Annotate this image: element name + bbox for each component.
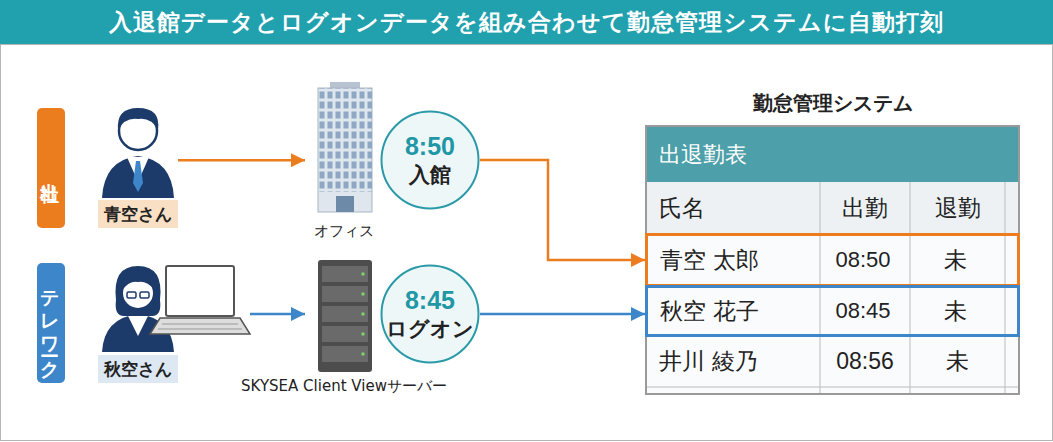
status-cell: 未 [908, 236, 1003, 284]
time-circle: 8:50入館 [380, 110, 480, 210]
hair [118, 108, 159, 130]
glasses-right [140, 292, 149, 298]
office-building: オフィス [305, 80, 383, 240]
title-text: 入退館データとログオンデータを組み合わせて勤怠管理システムに自動打刻 [0, 0, 1053, 44]
event-name: 入館 [409, 161, 451, 189]
server-drawer [322, 286, 368, 302]
status-cell: 未 [910, 336, 1005, 387]
column-header-background [647, 182, 1018, 235]
server-caption: SKYSEA Client Viewサーバー [241, 377, 447, 395]
status-led [361, 352, 365, 356]
server-icon [318, 260, 372, 372]
server-case [318, 260, 372, 372]
bangs [122, 272, 155, 290]
server-drawer [322, 326, 368, 342]
category-tab: 出社 [37, 108, 65, 228]
man-icon [102, 108, 174, 198]
roof [330, 82, 360, 88]
name-cell: 井川 綾乃 [659, 336, 809, 387]
column-header: 出勤 [820, 182, 910, 235]
outer-frame [1, 45, 1053, 441]
building-windows [318, 88, 372, 192]
blouse-collar [128, 316, 148, 336]
tab-label: テレワーク [38, 277, 64, 370]
necktie [133, 161, 143, 192]
suit-body [102, 156, 174, 198]
entrance [336, 196, 354, 212]
status-led [361, 272, 365, 276]
flow-arrow [178, 159, 305, 162]
status-led [361, 332, 365, 336]
flow-arrow [480, 313, 645, 316]
attendance-table: 勤怠管理システム出退勤表青空 太郎08:50未秋空 花子08:45未氏名出勤退勤… [645, 125, 1020, 395]
person-group: 青空さん [98, 100, 178, 228]
laptop-icon [150, 266, 250, 334]
table-row: 秋空 花子 08:45未 [645, 285, 1020, 337]
building-icon [318, 82, 372, 212]
hair-back [115, 266, 160, 316]
time-cell: 08:56 [820, 336, 910, 387]
name-cell: 青空 太郎 [660, 236, 759, 284]
laptop-keyboard [150, 318, 250, 334]
server-machine: SKYSEA Client Viewサーバー [305, 255, 383, 395]
name-cell: 秋空 花子 [660, 288, 759, 334]
time-cell: 08:50 [818, 236, 908, 284]
table-grid [647, 127, 1018, 393]
server-drawer [322, 346, 368, 362]
time-value: 8:50 [405, 131, 455, 161]
status-led [361, 292, 365, 296]
system-heading: 勤怠管理システム [647, 89, 1018, 117]
circle-shape [382, 112, 479, 209]
woman-icon [102, 266, 174, 352]
person-group: 秋空さん [98, 258, 250, 383]
person-name: 青空さん [98, 200, 178, 228]
category-tab: テレワーク [37, 263, 65, 383]
title-banner: 入退館データとログオンデータを組み合わせて勤怠管理システムに自動打刻 [0, 0, 1053, 44]
building-caption: オフィス [314, 222, 374, 240]
table-header-band: 出退勤表 [647, 127, 1018, 182]
time-circle: 8:45ログオン [380, 264, 480, 364]
time-cell: 08:45 [818, 288, 908, 334]
table-row: 青空 太郎 08:50未 [645, 233, 1020, 287]
column-header: 氏名 [659, 182, 809, 235]
time-value: 8:45 [405, 285, 455, 315]
column-header: 退勤 [910, 182, 1005, 235]
key-row [162, 324, 238, 325]
tab-label: 出社 [38, 167, 64, 169]
laptop-screen [166, 266, 234, 316]
flow-arrow [250, 313, 305, 316]
person-name: 秋空さん [98, 355, 178, 383]
status-cell: 未 [908, 288, 1003, 334]
server-drawer [322, 306, 368, 322]
glasses-left [127, 292, 136, 298]
grid-line [647, 387, 1018, 388]
table-title: 出退勤表 [659, 127, 747, 182]
circle-shape [382, 266, 479, 363]
table-background [647, 127, 1018, 393]
building-wall [318, 88, 372, 212]
flow-arrow [480, 160, 645, 260]
status-led [361, 312, 365, 316]
event-name: ログオン [386, 315, 474, 343]
server-drawer [322, 266, 368, 282]
key-row [158, 329, 242, 330]
